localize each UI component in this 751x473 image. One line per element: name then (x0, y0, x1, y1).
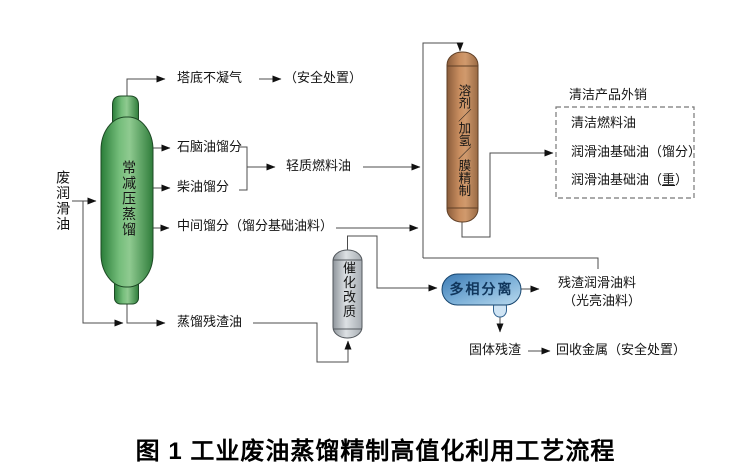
residual-lube-note-label: （光亮油料） (563, 293, 642, 308)
light-fuel-oil-label: 轻质燃料油 (286, 158, 352, 173)
line-feed-bypass (82, 201, 124, 327)
top-gas-disposal-label: （安全处置） (284, 70, 363, 85)
clean-products-header: 清洁产品外销 (569, 87, 648, 102)
distillation-column-label: 常减压蒸馏 (120, 160, 136, 238)
product-item-clean-fuel: 清洁燃料油 (571, 115, 637, 130)
heavy-oil-prefix: 润滑油基础油（ (571, 172, 663, 187)
bracket-fractions (239, 146, 248, 191)
figure-caption: 图 1 工业废油蒸馏精制高值化利用工艺流程 (135, 438, 616, 465)
feed-label: 废润滑油 (54, 170, 70, 232)
product-item-base-oil-fraction: 润滑油基础油（馏分） (571, 144, 702, 159)
clean-products-dashed-box (555, 106, 695, 199)
refining-column-label: 溶剂╱加氢╱膜精制 (456, 84, 471, 197)
line-catalytic-to-separator (347, 235, 438, 292)
product-item-base-oil-heavy: 润滑油基础油（重） (571, 172, 689, 188)
top-gas-label: 塔底不凝气 (177, 70, 243, 85)
middle-distillate-label: 中间馏分（馏分基础油料） (177, 218, 334, 233)
line-refining-to-products (461, 149, 554, 238)
metal-recovery-label: 回收金属（安全处置） (556, 342, 687, 357)
line-trunk-to-refining-top (422, 42, 464, 258)
residual-lube-label: 残渣润滑油料 (558, 275, 637, 290)
catalytic-upgrading-label: 催化改质 (340, 261, 356, 319)
multiphase-separator-body (441, 273, 522, 306)
catalytic-column-body (332, 249, 363, 339)
distillation-column-body (100, 116, 154, 288)
multiphase-separator-label: 多相分离 (449, 281, 514, 297)
heavy-oil-suffix: ） (675, 172, 689, 187)
refining-column-body (446, 51, 479, 223)
naphtha-label: 石脑油馏分 (177, 139, 243, 154)
solid-residue-label: 固体残渣 (469, 342, 522, 357)
line-top-gas-out (126, 75, 166, 96)
diesel-label: 柴油馏分 (177, 179, 230, 194)
line-residue-to-catalytic (253, 322, 352, 363)
line-bottom-residue-out (126, 304, 166, 327)
heavy-oil-underlined-char: 重 (662, 172, 676, 187)
distillation-residue-label: 蒸馏残渣油 (177, 314, 243, 329)
line-trunk-to-residual-lube (423, 257, 599, 269)
